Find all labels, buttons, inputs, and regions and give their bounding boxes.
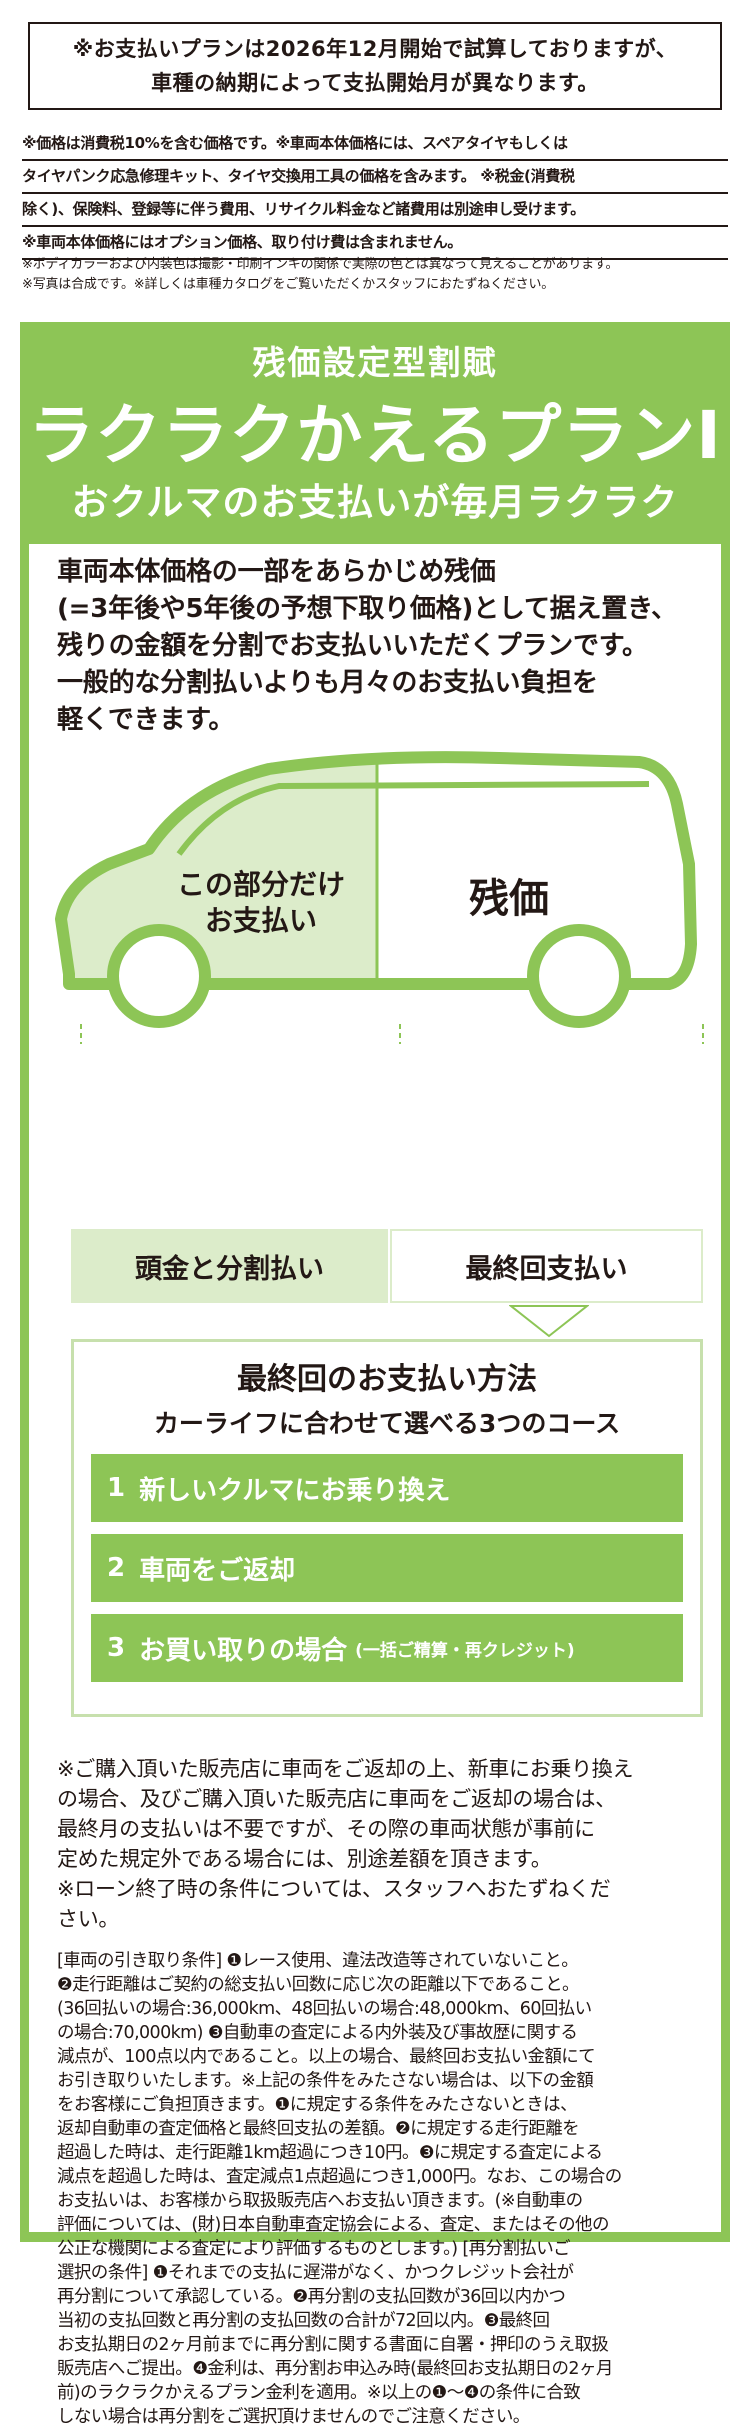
car-window-line bbox=[176, 781, 650, 856]
course-buyout: 3 お買い取りの場合 (一括ご精算・再クレジット) bbox=[91, 1614, 683, 1682]
price-note-line: タイヤパンク応急修理キット、タイヤ交換用工具の価格を含みます。 ※税金(消費税 bbox=[22, 161, 728, 194]
course-return: 2 車両をご返却 bbox=[91, 1534, 683, 1602]
plan-panel: 残価設定型割賦 ラクラクかえるプランⅠ おクルマのお支払いが毎月ラクラク 車両本… bbox=[20, 322, 730, 2427]
car-right-label: 残価 bbox=[469, 876, 549, 922]
course-label: 車両をご返却 bbox=[139, 1555, 296, 1586]
condition-line: お引き取りいたします。※上記の条件をみたさない場合は、以下の金額 bbox=[57, 2071, 594, 2091]
plan-intro: 車両本体価格の一部をあらかじめ残価 (=3年後や5年後の予想下取り価格)として据… bbox=[57, 554, 707, 739]
condition-line: 当初の支払回数と再分割の支払回数の合計が72回以内。❸最終回 bbox=[57, 2311, 550, 2331]
plan-tagline: おクルマのお支払いが毎月ラクラク bbox=[71, 481, 679, 524]
car-left-label: この部分だけ bbox=[177, 868, 345, 901]
condition-line: 選択の条件] ❶それまでの支払に遅滞がなく、かつクレジット会社が bbox=[57, 2263, 574, 2283]
course-number: 1 bbox=[107, 1473, 126, 1503]
intro-line: 残りの金額を分割でお支払いいただくプランです。 bbox=[57, 631, 648, 661]
condition-line: 超過した時は、走行距離1km超過につき10円。❸に規定する査定による bbox=[57, 2143, 603, 2163]
intro-line: 一般的な分割払いよりも月々のお支払い負担を bbox=[57, 668, 598, 698]
price-note-line: 除く)、保険料、登録等に伴う費用、リサイクル料金など諸費用は別途申し受けます。 bbox=[22, 194, 728, 227]
condition-line: (36回払いの場合:36,000km、48回払いの場合:48,000km、60回… bbox=[57, 1999, 592, 2019]
final-payment-methods: 最終回のお支払い方法 カーライフに合わせて選べる3つのコース 1 新しいクルマに… bbox=[71, 1339, 703, 1717]
residual-portion-fill bbox=[377, 757, 691, 984]
note-line: 最終月の支払いは不要ですが、その際の車両状態が事前に bbox=[57, 1817, 595, 1841]
car-body-outline bbox=[55, 751, 697, 990]
price-notes: ※価格は消費税10%を含む価格です。※車両本体価格には、スペアタイヤもしくは タ… bbox=[22, 128, 728, 260]
car-left-label: お支払い bbox=[205, 904, 317, 937]
course-label: 新しいクルマにお乗り換え bbox=[139, 1475, 451, 1506]
condition-line: ❷走行距離はご契約の総支払い回数に応じ次の距離以下であること。 bbox=[57, 1975, 580, 1995]
conditions-text: [車両の引き取り条件] ❶レース使用、違法改造等されていないこと。 ❷走行距離は… bbox=[57, 1949, 707, 2429]
condition-line: 返却自動車の査定価格と最終回支払の差額。❷に規定する走行距離を bbox=[57, 2119, 580, 2139]
fine-print: ※ボディカラーおよび内装色は撮影・印刷インキの関係で実際の色とは異なって見えるこ… bbox=[22, 255, 732, 295]
condition-line: 評価については、(財)日本自動車査定協会による、査定、またはその他の bbox=[57, 2215, 609, 2235]
condition-line: の場合:70,000km) ❸自動車の査定による内外装及び事故歴に関する bbox=[57, 2023, 578, 2043]
condition-line: [車両の引き取り条件] ❶レース使用、違法改造等されていないこと。 bbox=[57, 1951, 579, 1971]
price-note-line: ※価格は消費税10%を含む価格です。※車両本体価格には、スペアタイヤもしくは bbox=[22, 128, 728, 161]
downpayment-installment-label: 頭金と分割払い bbox=[71, 1229, 388, 1303]
note-line: 定めた規定外である場合には、別途差額を頂きます。 bbox=[57, 1847, 552, 1871]
payment-split: 頭金と分割払い 最終回支払い bbox=[71, 1229, 703, 1303]
condition-line: お支払いは、お客様から取扱販売店へお支払い頂きます。(※自動車の bbox=[57, 2191, 583, 2211]
notice-line: ※お支払いプランは2026年12月開始で試算しておりますが、 bbox=[72, 37, 678, 61]
front-wheel bbox=[107, 924, 211, 1028]
arrow-down-icon bbox=[509, 1305, 589, 1338]
car-diagram: この部分だけ お支払い 残価 bbox=[55, 751, 704, 1044]
course-note: (一括ご精算・再クレジット) bbox=[355, 1640, 575, 1661]
condition-line: しない場合は再分割をご選択頂けませんのでご注意ください。 bbox=[57, 2407, 530, 2427]
condition-line: 販売店へご提出。❹金利は、再分割お申込み時(最終回お支払期日の2ヶ月 bbox=[57, 2359, 613, 2379]
return-notes: ※ご購入頂いた販売店に車両をご返却の上、新車にお乗り換え の場合、及びご購入頂い… bbox=[57, 1754, 707, 1934]
condition-line: お支払期日の2ヶ月前までに再分割に関する書面に自署・押印のうえ取扱 bbox=[57, 2335, 609, 2355]
intro-line: 軽くできます。 bbox=[57, 705, 235, 735]
notice-line: 車種の納期によって支払開始月が異なります。 bbox=[151, 71, 599, 95]
intro-line: (=3年後や5年後の予想下取り価格)として据え置き、 bbox=[57, 594, 677, 624]
payment-start-notice: ※お支払いプランは2026年12月開始で試算しておりますが、 車種の納期によって… bbox=[28, 22, 722, 110]
condition-line: 前)のラクラクかえるプラン金利を適用。※以上の❶〜❹の条件に合致 bbox=[57, 2383, 581, 2403]
price-note-line: ※車両本体価格にはオプション価格、取り付け費は含まれません。 bbox=[22, 227, 728, 260]
note-line: さい。 bbox=[57, 1907, 120, 1931]
condition-line: 減点が、100点以内であること。以上の場合、最終回お支払い金額にて bbox=[57, 2047, 596, 2067]
course-number: 2 bbox=[107, 1553, 126, 1583]
final-payment-label: 最終回支払い bbox=[390, 1229, 703, 1303]
course-trade-in: 1 新しいクルマにお乗り換え bbox=[91, 1454, 683, 1522]
intro-line: 車両本体価格の一部をあらかじめ残価 bbox=[57, 557, 496, 587]
condition-line: 減点を超過した時は、査定減点1点超過につき1,000円。なお、この場合の bbox=[57, 2167, 622, 2187]
plan-subtitle: 残価設定型割賦 bbox=[252, 343, 498, 382]
method-subtitle: カーライフに合わせて選べる3つのコース bbox=[153, 1409, 621, 1438]
note-line: ※ローン終了時の条件については、スタッフへおたずねくだ bbox=[57, 1877, 611, 1901]
rear-wheel bbox=[527, 924, 631, 1028]
method-title: 最終回のお支払い方法 bbox=[237, 1362, 537, 1397]
condition-line: 再分割について承認している。❷再分割の支払回数が36回以内かつ bbox=[57, 2287, 566, 2307]
plan-header: 残価設定型割賦 ラクラクかえるプランⅠ おクルマのお支払いが毎月ラクラク bbox=[20, 322, 730, 544]
note-line: ※ご購入頂いた販売店に車両をご返却の上、新車にお乗り換え bbox=[57, 1757, 634, 1781]
note-line: の場合、及びご購入頂いた販売店に車両をご返却の場合は、 bbox=[57, 1787, 616, 1811]
condition-line: をお客様にご負担頂きます。❶に規定する条件をみたさないときは、 bbox=[57, 2095, 578, 2115]
condition-line: 公正な機関による査定により評価するものとします。) [再分割払いご bbox=[57, 2239, 571, 2259]
course-label: お買い取りの場合 bbox=[139, 1635, 348, 1666]
plan-title: ラクラクかえるプランⅠ bbox=[28, 397, 722, 474]
fine-print-line: ※写真は合成です。※詳しくは車種カタログをご覧いただくかスタッフにおたずねくださ… bbox=[22, 277, 555, 292]
course-number: 3 bbox=[107, 1633, 126, 1663]
plan-body: 車両本体価格の一部をあらかじめ残価 (=3年後や5年後の予想下取り価格)として据… bbox=[29, 544, 721, 2427]
fine-print-line: ※ボディカラーおよび内装色は撮影・印刷インキの関係で実際の色とは異なって見えるこ… bbox=[22, 257, 619, 272]
